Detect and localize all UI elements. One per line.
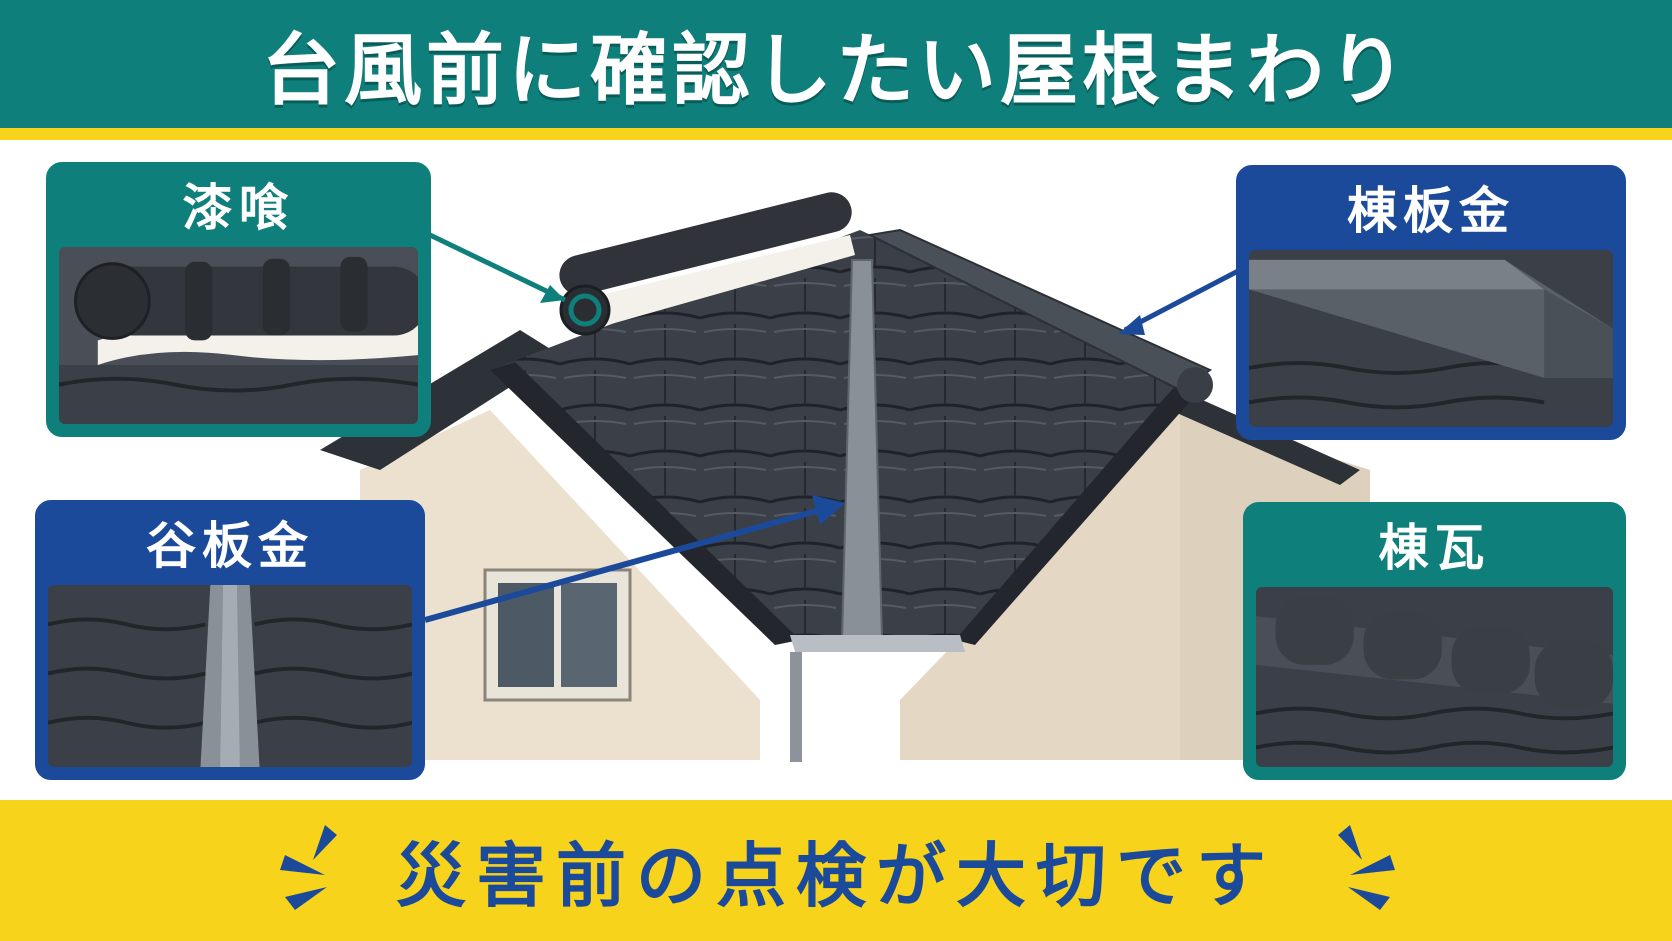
ridge-end-cap — [1177, 367, 1213, 403]
callout-munegawara-label: 棟瓦 — [1378, 519, 1491, 577]
callout-shikkui-label: 漆喰 — [182, 179, 295, 237]
page-title: 台風前に確認したい屋根まわり — [261, 26, 1410, 116]
emphasis-burst-right-icon — [1338, 825, 1395, 910]
callout-tanibankin: 谷板金 — [35, 500, 425, 780]
header-bar — [0, 0, 1672, 128]
footer-bar — [0, 800, 1672, 941]
callout-tanibankin-label: 谷板金 — [146, 517, 314, 575]
gutter — [790, 635, 965, 652]
roof-left-slope — [490, 230, 860, 640]
arrow-tanibankin — [424, 495, 845, 623]
footer-message: 災害前の点検が大切です — [396, 835, 1276, 917]
plaster-strip — [580, 235, 855, 330]
front-wall-right — [900, 410, 1180, 760]
downspout — [790, 652, 802, 762]
ridge-metal — [866, 228, 1213, 392]
callout-munebankin: 棟板金 — [1236, 165, 1626, 440]
arrow-munebankin — [1118, 267, 1242, 335]
header-stripe — [0, 128, 1672, 140]
roof-right-slope — [860, 230, 1180, 640]
ridge-tiles — [559, 192, 852, 336]
house-illustration — [320, 192, 1370, 762]
gable-edge-right — [955, 380, 1200, 645]
gable-edge-left — [490, 362, 800, 645]
callout-tanibankin-image — [48, 585, 412, 767]
callout-munebankin-label: 棟板金 — [1347, 182, 1515, 240]
window — [483, 568, 632, 702]
callout-shikkui: 漆喰 — [46, 162, 431, 437]
arrow-shikkui — [428, 232, 602, 327]
callout-shikkui-image — [59, 247, 418, 424]
callout-munegawara: 棟瓦 — [1243, 502, 1626, 780]
callout-munegawara-image — [1256, 587, 1613, 767]
callout-munebankin-image — [1249, 250, 1613, 427]
emphasis-burst-left-icon — [280, 825, 337, 910]
